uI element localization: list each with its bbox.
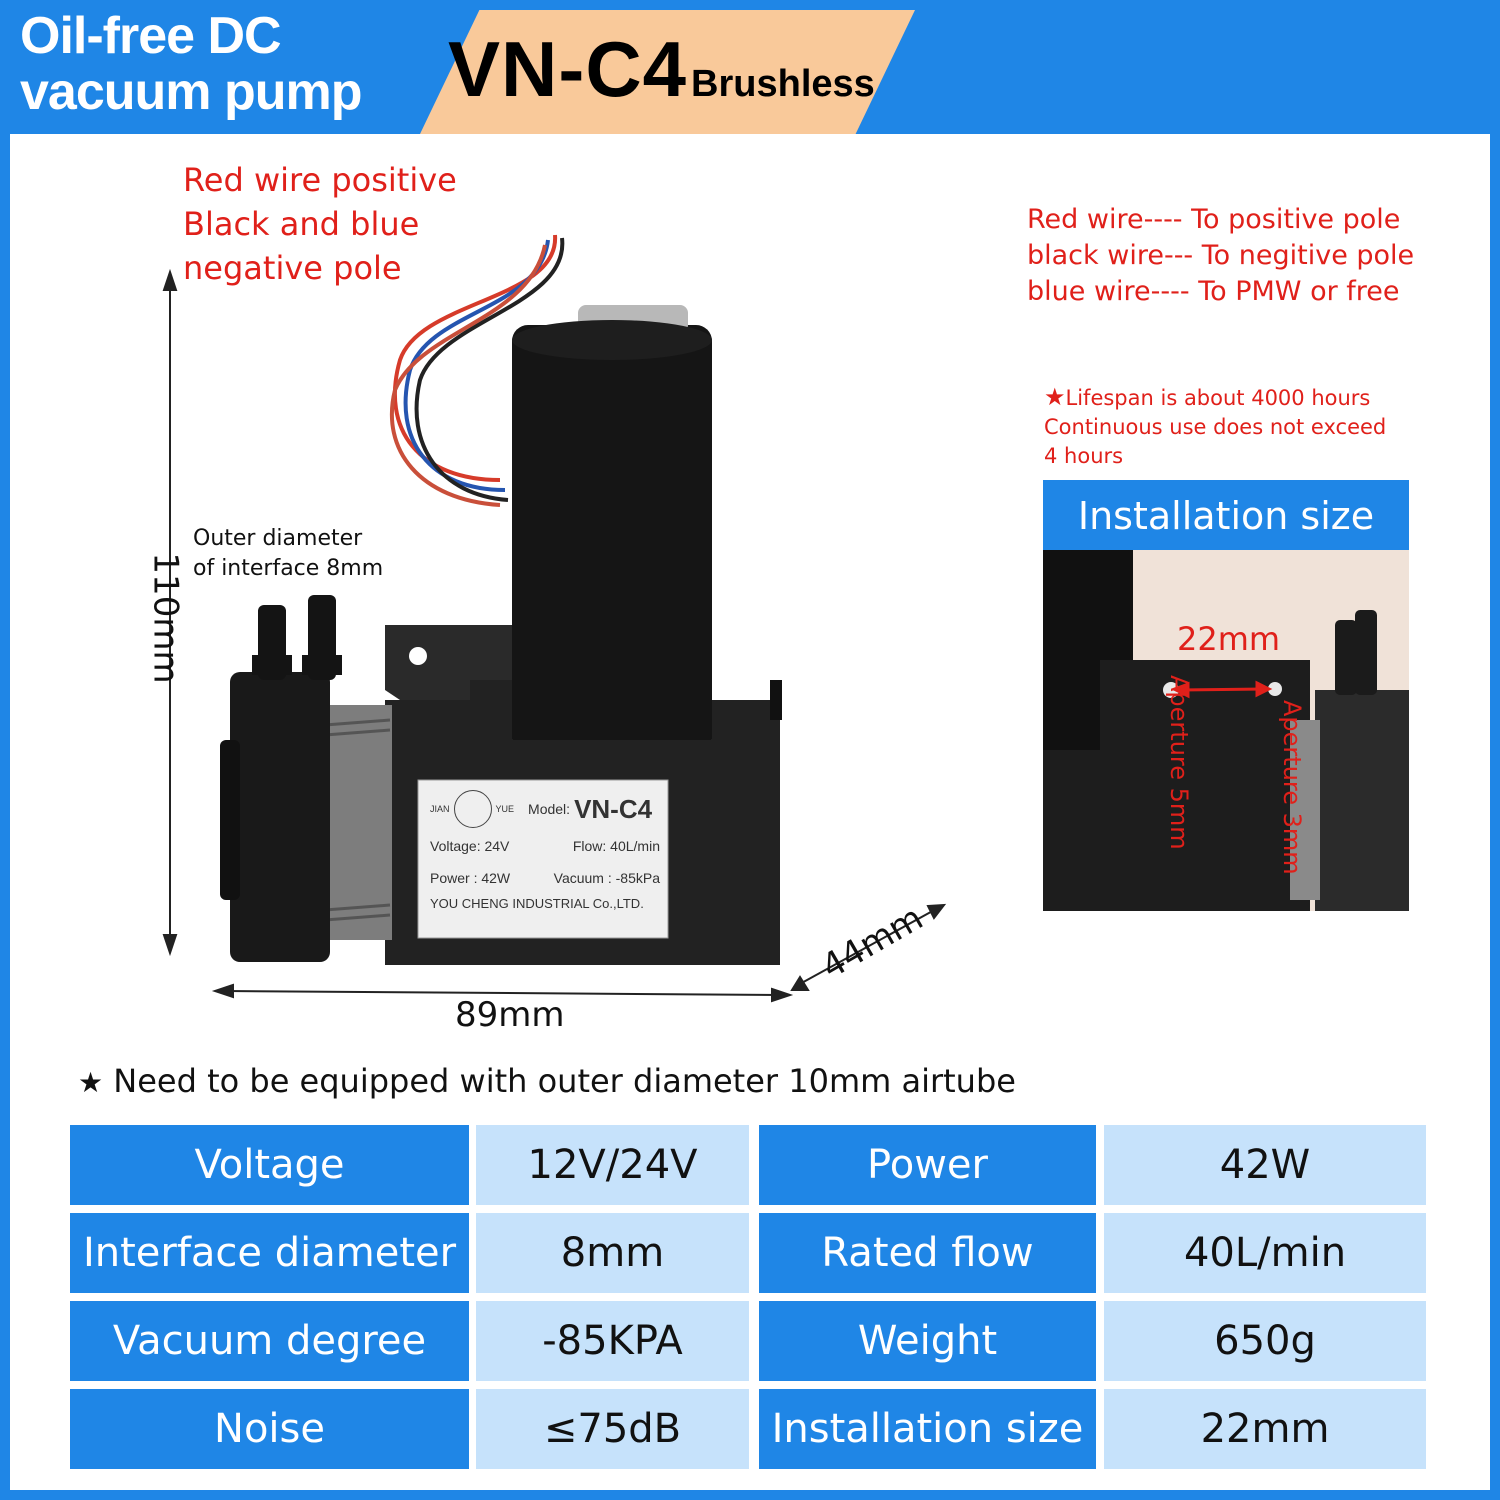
- spec-value: 8mm: [476, 1213, 749, 1293]
- wiring-note-line: Red wire positive: [183, 161, 457, 199]
- model-name: VN-C4: [448, 25, 688, 113]
- wire-legend: Red wire---- To positive pole black wire…: [1027, 202, 1414, 310]
- label-vacuum: Vacuum : -85kPa: [553, 870, 660, 886]
- spec-label: Voltage: [70, 1125, 469, 1205]
- wiring-note-line: Black and blue: [183, 205, 420, 243]
- interface-note-line: of interface 8mm: [193, 556, 384, 581]
- interface-note: Outer diameter of interface 8mm: [193, 524, 383, 584]
- page-title: Oil-free DC vacuum pump: [20, 8, 362, 120]
- width-dimension: 89mm: [455, 995, 565, 1035]
- logo-icon: [453, 790, 492, 828]
- interface-note-line: Outer diameter: [193, 526, 363, 551]
- spec-value: -85KPA: [476, 1301, 749, 1381]
- installation-panel: Installation size: [1043, 480, 1409, 911]
- spec-value: 650g: [1104, 1301, 1426, 1381]
- title-line-1: Oil-free DC: [20, 7, 282, 65]
- spec-value: ≤75dB: [476, 1389, 749, 1469]
- airtube-note-text: Need to be equipped with outer diameter …: [113, 1062, 1016, 1100]
- spec-label: Power: [759, 1125, 1096, 1205]
- star-icon-red: ★: [1044, 383, 1066, 411]
- installation-title: Installation size: [1043, 480, 1409, 550]
- aperture-left: Aperture 5mm: [1165, 675, 1193, 850]
- wiring-note-line: negative pole: [183, 249, 402, 287]
- star-icon: ★: [78, 1066, 104, 1099]
- label-power: Power : 42W: [430, 870, 511, 886]
- spec-label: Vacuum degree: [70, 1301, 469, 1381]
- label-model-prefix: Model:: [528, 801, 571, 817]
- label-brand: YUE: [495, 804, 515, 814]
- lifespan-line: Continuous use does not exceed: [1044, 415, 1387, 439]
- product-label: JIAN YUE Model: VN-C4 Voltage: 24V Flow:…: [430, 790, 660, 911]
- spec-value: 22mm: [1104, 1389, 1426, 1469]
- spec-label: Weight: [759, 1301, 1096, 1381]
- aperture-right: Aperture 3mm: [1278, 700, 1306, 875]
- spec-label: Interface diameter: [70, 1213, 469, 1293]
- model-banner: [420, 10, 915, 134]
- height-dimension: 110mm: [145, 552, 186, 684]
- airtube-note: ★ Need to be equipped with outer diamete…: [78, 1062, 1016, 1100]
- label-maker: YOU CHENG INDUSTRIAL Co.,LTD.: [430, 896, 644, 911]
- title-line-2: vacuum pump: [20, 63, 362, 121]
- label-voltage: Voltage: 24V: [430, 838, 510, 854]
- spec-label: Rated flow: [759, 1213, 1096, 1293]
- spec-label: Noise: [70, 1389, 469, 1469]
- label-brand: JIAN: [430, 804, 450, 814]
- lifespan-line: Lifespan is about 4000 hours: [1065, 386, 1371, 410]
- lifespan-line: 4 hours: [1044, 444, 1124, 468]
- wire-legend-blue: blue wire---- To PMW or free: [1027, 276, 1400, 307]
- label-model: VN-C4: [574, 793, 653, 824]
- spec-value: 12V/24V: [476, 1125, 749, 1205]
- spec-value: 40L/min: [1104, 1213, 1426, 1293]
- wire-legend-red: Red wire---- To positive pole: [1027, 204, 1401, 235]
- installation-spacing: 22mm: [1177, 620, 1281, 658]
- label-flow: Flow: 40L/min: [572, 838, 660, 854]
- spec-label: Installation size: [759, 1389, 1096, 1469]
- wiring-note: Red wire positive Black and blue negativ…: [183, 158, 457, 290]
- wire-legend-black: black wire--- To negitive pole: [1027, 240, 1415, 271]
- model-suffix: Brushless: [691, 63, 875, 105]
- spec-value: 42W: [1104, 1125, 1426, 1205]
- lifespan-note: ★Lifespan is about 4000 hours Continuous…: [1044, 383, 1386, 471]
